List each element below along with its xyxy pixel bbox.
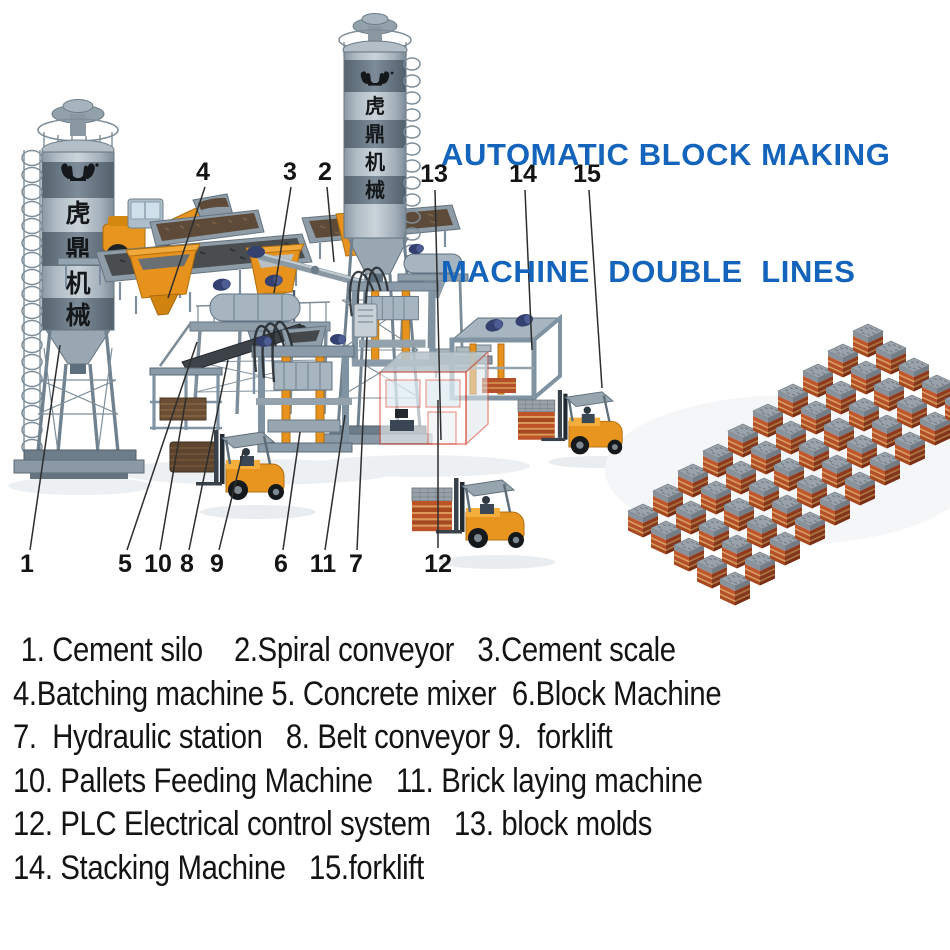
silo1-ladder-cage (21, 149, 43, 456)
legend-line-1: 1. Cement silo 2.Spiral conveyor 3.Cemen… (13, 631, 676, 669)
legend-line-4: 10. Pallets Feeding Machine 11. Brick la… (13, 761, 703, 800)
main-title: AUTOMATIC BLOCK MAKING MACHINE DOUBLE LI… (441, 57, 890, 330)
legend-line-6: 14. Stacking Machine 15.forklift (13, 848, 424, 887)
cement-silo-1: 虎 鼎 机 械 (13, 99, 145, 479)
callout-11: 11 (310, 550, 337, 578)
title-line-1: AUTOMATIC BLOCK MAKING (441, 137, 891, 172)
callout-numbers: 4 3 2 13 14 15 1 5 10 8 9 6 11 7 12 (20, 158, 601, 578)
title-line-2: MACHINE DOUBLE LINES (441, 254, 856, 289)
legend: 1. Cement silo 2.Spiral conveyor 3.Cemen… (13, 629, 837, 890)
forklift-2 (411, 476, 526, 550)
legend-line-5: 12. PLC Electrical control system 13. bl… (13, 805, 652, 843)
callout-6: 6 (274, 550, 288, 578)
callout-3: 3 (283, 158, 297, 186)
callout-4: 4 (196, 158, 210, 186)
leader-line-6 (282, 431, 301, 551)
callout-15: 15 (573, 160, 601, 188)
callout-13: 13 (420, 160, 448, 188)
cement-silo-2: 虎 鼎 机 械 (323, 13, 433, 445)
silo1-char-3: 机 (65, 269, 90, 298)
forklift-3 (517, 388, 624, 456)
callout-5: 5 (118, 550, 132, 578)
callout-1: 1 (20, 550, 34, 578)
silo2-char-3: 机 (365, 150, 385, 174)
callout-12: 12 (424, 550, 452, 578)
plant-illustration: 虎 鼎 机 械 (8, 13, 950, 606)
leader-line-11 (324, 414, 346, 551)
plc-control-cabin (378, 350, 490, 446)
callout-8: 8 (180, 550, 194, 578)
brand-logo-icon (360, 71, 394, 86)
legend-line-3: 7. Hydraulic station 8. Belt conveyor 9.… (13, 718, 613, 756)
forklift-1 (169, 428, 286, 502)
leader-line-1 (29, 344, 61, 551)
leader-line-5 (126, 341, 198, 551)
silo2-char-4: 械 (365, 178, 385, 202)
silo2-char-1: 虎 (365, 94, 385, 118)
callout-7: 7 (349, 550, 363, 578)
callout-2: 2 (318, 158, 332, 186)
leader-line-3 (273, 186, 292, 294)
leader-line-7 (356, 336, 368, 551)
leader-lines (29, 186, 603, 551)
leader-line-4 (167, 186, 206, 299)
leader-line-13 (434, 189, 442, 441)
leader-line-14 (524, 189, 533, 351)
pallets-feeding-machine (149, 367, 223, 430)
silo2-char-2: 鼎 (365, 122, 385, 146)
legend-line-2: 4.Batching machine 5. Concrete mixer 6.B… (13, 674, 722, 713)
callout-14: 14 (509, 160, 537, 188)
hydraulic-station (353, 303, 378, 338)
block-machine-1 (251, 320, 355, 453)
leader-line-10 (159, 397, 187, 551)
feed-bridge (57, 257, 111, 287)
leader-line-9 (218, 451, 244, 551)
leader-line-2 (326, 186, 335, 263)
brand-logo-icon (61, 163, 99, 181)
silo1-char-1: 虎 (65, 199, 90, 228)
leader-line-15 (588, 189, 603, 389)
silo1-char-4: 械 (65, 301, 90, 330)
callout-10: 10 (144, 550, 172, 578)
leader-line-8 (188, 359, 229, 551)
callout-9: 9 (210, 550, 224, 578)
